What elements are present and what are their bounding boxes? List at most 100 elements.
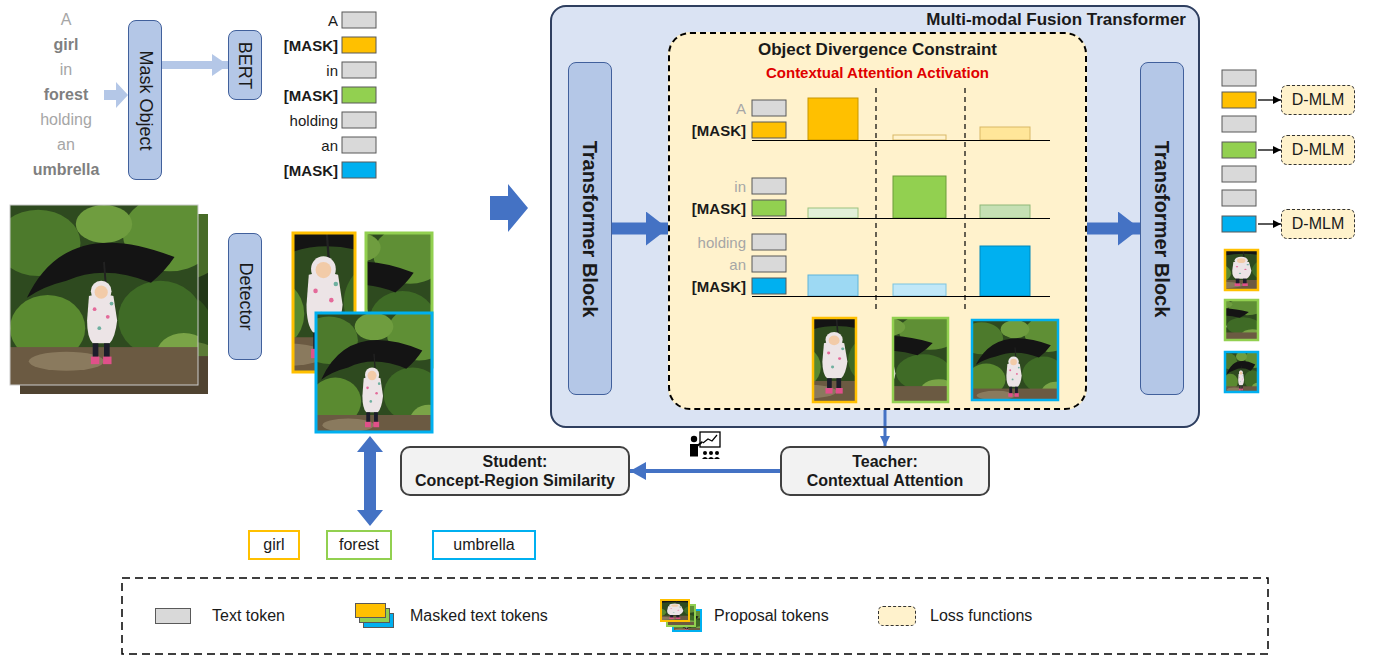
attention-proposals [960,315,1072,406]
concept-word-box: umbrella [432,530,536,560]
node-title: Student: [483,452,548,471]
caption-word: holding [40,110,92,130]
teacher-icon [703,435,717,443]
node-title: Detector [235,262,256,330]
caption-word: an [57,135,75,155]
token-label: [MASK] [284,36,338,55]
attention-proposals [817,313,961,404]
module-box: Transformer Block [568,62,612,395]
input-arrow [104,82,128,108]
label-slot: umbrella [1,160,131,180]
legend-swatch [155,608,191,624]
module-box: BERT [228,30,262,100]
teacher-icon [690,432,720,459]
output-token-column [1222,70,1256,232]
attention-bar-chart [808,98,858,140]
label-slot: in [616,177,746,196]
teacher-icon [700,432,720,447]
attention-bar-chart [893,284,946,296]
legend-text: Loss functions [930,607,1032,625]
output-proposals [1225,352,1258,392]
role-box: Student:Concept-Region Similarity [400,446,630,496]
label-slot: girl [1,35,131,55]
input-photo [0,196,227,394]
output-token-column [1222,166,1256,182]
connector-arrow [162,61,228,69]
attention-token-column [752,234,786,250]
attention-bar-chart [752,218,1050,219]
loss-leader-arrows [1258,100,1281,224]
output-token-column [1222,92,1256,108]
label-slot: A [208,11,338,30]
bert-token-column [342,62,376,78]
constraint-fill [668,32,1087,410]
node-title: Object Divergence Constraint [758,39,997,60]
attention-proposals [747,269,1073,409]
legend-entry: Loss functions [878,600,1032,632]
label-slot: holding [208,111,338,130]
teacher-icon [709,451,713,455]
caption-word: forest [44,85,88,105]
label-slot: [MASK] [208,161,338,180]
caption-word: umbrella [33,160,100,180]
detected-proposals [300,306,451,442]
bert-token-column [342,87,376,103]
legend-entry: Text token [155,600,285,632]
attention-token-column [752,100,786,294]
loss-leader-arrows [1258,149,1281,150]
fusion-input-arrow [490,184,528,232]
input-photo [0,196,217,385]
label-slot: an [1,135,131,155]
legend-swatch [356,604,386,618]
module-box: Detector [228,233,262,360]
token-label: [MASK] [692,277,746,296]
fusion-panel-fill [550,5,1200,428]
loss-leader-arrows [1258,223,1281,224]
teacher-icon [690,441,703,457]
output-token-column [1222,70,1256,86]
attention-token-column [752,256,786,272]
caption-word: in [60,60,72,80]
node-title: umbrella [453,536,514,554]
loss-leader-arrows [1258,99,1281,100]
teacher-icon [715,451,719,455]
attention-bar-chart [875,88,876,312]
node-title: Transformer Block [1152,140,1172,317]
label-slot: [MASK] [208,36,338,55]
connector-arrow [1087,223,1140,235]
attention-bar-chart [893,135,946,140]
detected-proposals [197,152,462,442]
loss-box: D-MLM [1281,209,1355,239]
token-label: A [736,99,746,118]
label-slot: [MASK] [616,199,746,218]
attention-bar-chart [752,296,1050,297]
concept-word-box: forest [326,530,392,560]
attention-proposals [960,315,1072,406]
attention-bar-chart [808,208,858,218]
label-slot: an [616,255,746,274]
connector-arrow [630,469,780,473]
connector-arrow [884,410,887,446]
token-label: [MASK] [284,161,338,180]
legend-swatch [878,606,916,626]
attention-token-column [752,178,786,194]
node-title: D-MLM [1292,215,1344,233]
legend-entry: Proposal tokens [660,600,829,632]
output-proposals [1174,227,1315,396]
label-slot: an [208,136,338,155]
label-slot: holding [1,110,131,130]
attention-bar-chart [893,176,946,218]
node-title: Multi-modal Fusion Transformer [926,10,1186,30]
token-label: holding [290,111,338,130]
legend-swatch [661,600,689,621]
output-token-column [1222,142,1256,158]
legend-entry: Masked text tokens [355,600,548,632]
token-label: A [328,11,338,30]
node-title: BERT [235,41,256,89]
label-slot: in [1,60,131,80]
input-photo [0,196,217,385]
bert-token-column [342,162,376,178]
output-proposals [1225,300,1258,340]
output-token-column [1222,190,1256,206]
output-proposals [1179,298,1265,341]
